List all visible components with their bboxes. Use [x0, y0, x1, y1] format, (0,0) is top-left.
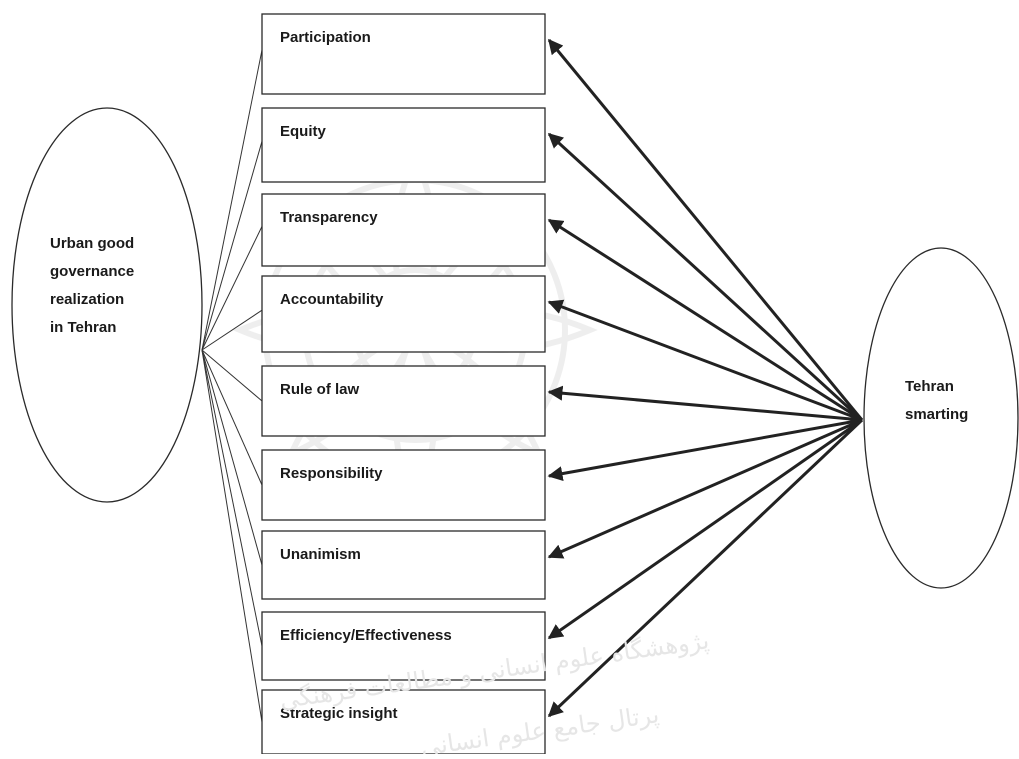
arrow-to-4: [547, 299, 863, 422]
right-ellipse: [863, 247, 1019, 589]
left-connector-lines: [201, 49, 263, 723]
indicator-label-9: Strategic insight: [280, 705, 398, 722]
indicator-box-1: [261, 13, 546, 95]
arrow-to-7: [547, 418, 863, 559]
left-node-line-3: realization: [50, 291, 124, 308]
indicator-boxes: ParticipationEquityTransparencyAccountab…: [261, 13, 546, 755]
right-node-line-2: smarting: [905, 406, 968, 423]
indicator-label-6: Responsibility: [280, 465, 383, 482]
indicator-box-7: [261, 530, 546, 600]
arrow-to-2: [547, 132, 864, 422]
left-connector-9: [201, 349, 263, 723]
left-connector-6: [201, 349, 263, 486]
indicator-label-4: Accountability: [280, 291, 384, 308]
left-node-line-2: governance: [50, 263, 134, 280]
indicator-label-3: Transparency: [280, 209, 378, 226]
indicator-label-8: Efficiency/Effectiveness: [280, 627, 452, 644]
left-connector-4: [201, 309, 263, 351]
left-node-line-1: Urban good: [50, 235, 134, 252]
left-connector-2: [201, 141, 263, 351]
arrow-to-8: [547, 418, 863, 640]
indicator-label-7: Unanimism: [280, 546, 361, 563]
arrow-to-6: [547, 418, 863, 482]
indicator-box-4: [261, 275, 546, 353]
arrow-to-9: [547, 418, 864, 718]
arrow-to-3: [547, 218, 863, 422]
arrow-to-5: [547, 385, 863, 422]
left-connector-1: [201, 49, 263, 351]
left-node-line-4: in Tehran: [50, 319, 116, 336]
left-connector-3: [201, 226, 263, 351]
indicator-box-8: [261, 611, 546, 681]
right-arrows: [547, 38, 864, 718]
indicator-label-1: Participation: [280, 29, 371, 46]
indicator-box-9: [261, 689, 546, 755]
arrow-to-1: [547, 38, 864, 421]
left-ellipse: [11, 107, 203, 503]
indicator-box-6: [261, 449, 546, 521]
indicator-label-2: Equity: [280, 123, 326, 140]
indicator-box-3: [261, 193, 546, 267]
left-connector-8: [201, 349, 263, 647]
indicator-box-5: [261, 365, 546, 437]
right-node-line-1: Tehran: [905, 378, 954, 395]
indicator-box-2: [261, 107, 546, 183]
indicator-label-5: Rule of law: [280, 381, 360, 398]
left-connector-5: [201, 349, 263, 402]
left-connector-7: [201, 349, 263, 566]
